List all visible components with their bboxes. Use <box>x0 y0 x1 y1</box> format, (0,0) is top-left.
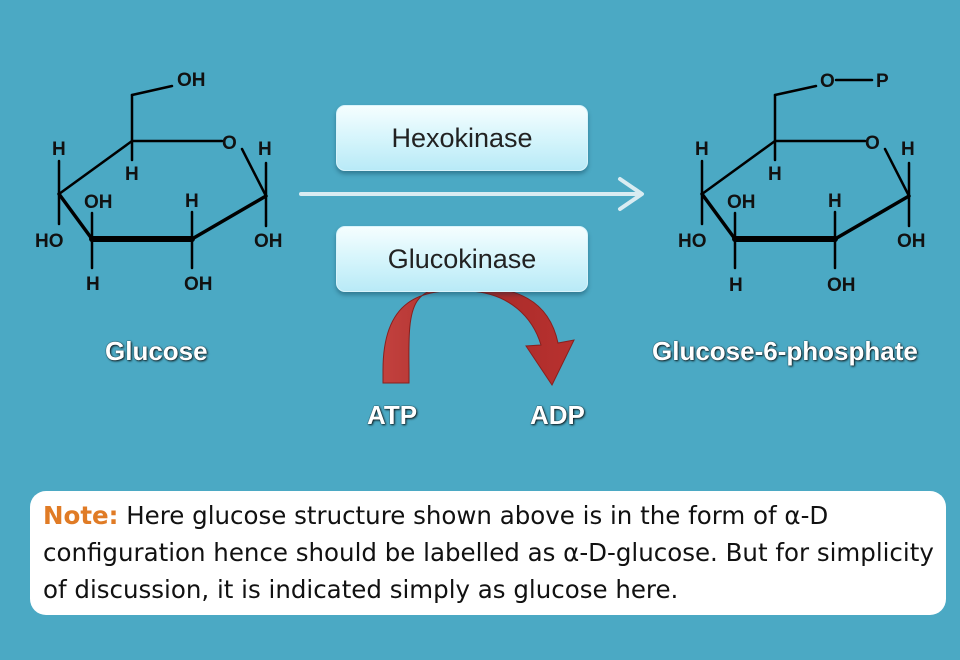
atp-adp-curved-arrow <box>382 286 575 387</box>
glucose-atom-ring-o: O <box>222 133 237 154</box>
reaction-arrow <box>299 177 644 211</box>
product-name: Glucose-6-phosphate <box>652 336 918 366</box>
glucose-atom-oh-c1: OH <box>254 231 283 252</box>
note-text: Here glucose structure shown above is in… <box>43 501 934 604</box>
reactant-name: Glucose <box>105 336 208 366</box>
enzyme-hexokinase-label: Hexokinase <box>391 122 533 153</box>
g6p-atom-ho-c4: HO <box>678 231 707 252</box>
cofactor-atp-label: ATP <box>367 400 418 430</box>
glucose-atom-h-c4: H <box>52 139 66 160</box>
enzyme-hexokinase-box: Hexokinase <box>336 105 588 171</box>
g6p-atom-o-ester: O <box>820 71 835 92</box>
glucose-structure: OH O H H H OH H HO OH H OH <box>35 70 283 295</box>
glucose-6-phosphate-structure: O P O H H H OH H HO OH H OH <box>678 71 926 296</box>
glucose-atom-h-c3: H <box>86 274 100 295</box>
glucose-atom-ho-c4: HO <box>35 231 64 252</box>
note-box: Note: Here glucose structure shown above… <box>30 491 946 615</box>
g6p-atom-oh-c3: OH <box>727 192 756 213</box>
g6p-atom-h-c2: H <box>828 191 842 212</box>
glucose-bonds <box>57 84 268 270</box>
g6p-atom-h-c5: H <box>768 164 782 185</box>
glucose-atom-oh-c3: OH <box>84 192 113 213</box>
g6p-atom-h-c3: H <box>729 275 743 296</box>
g6p-atom-oh-c2: OH <box>827 275 856 296</box>
glucose-atom-oh-c2: OH <box>184 274 213 295</box>
glucose-atom-oh-top: OH <box>177 70 206 91</box>
note-label: Note: <box>43 501 119 530</box>
glucose-atom-h-c2: H <box>185 191 199 212</box>
g6p-bonds <box>700 78 911 270</box>
enzyme-glucokinase-box: Glucokinase <box>336 226 588 292</box>
g6p-atom-ring-o: O <box>865 133 880 154</box>
glucose-atom-h-c5: H <box>125 164 139 185</box>
enzyme-glucokinase-label: Glucokinase <box>387 243 537 274</box>
g6p-atom-p: P <box>876 71 889 92</box>
g6p-atom-oh-c1: OH <box>897 231 926 252</box>
g6p-atom-h-c4: H <box>695 139 709 160</box>
g6p-atom-h-c1: H <box>901 139 915 160</box>
glucose-atom-h-c1: H <box>258 139 272 160</box>
cofactor-adp-label: ADP <box>530 400 585 430</box>
